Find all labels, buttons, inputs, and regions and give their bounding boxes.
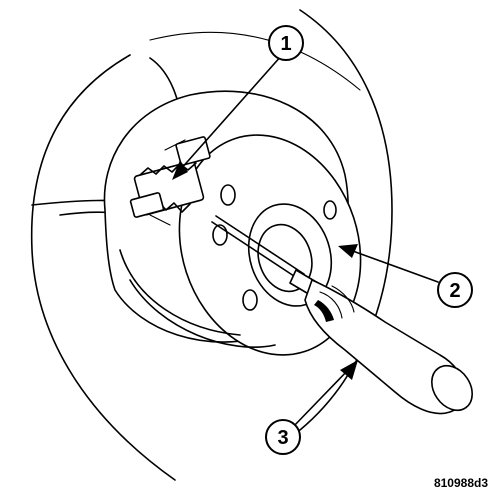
callout-1: 1 [268, 25, 304, 61]
callout-3: 3 [265, 419, 301, 455]
star-wheel-adjuster [129, 136, 211, 226]
leader-arrows [172, 54, 439, 429]
figure-id: 810988d3 [434, 476, 488, 490]
callout-2-label: 2 [449, 280, 460, 302]
callout-3-label: 3 [277, 427, 288, 449]
screwdriver [211, 215, 473, 415]
callout-1-label: 1 [280, 33, 291, 55]
callout-2: 2 [437, 272, 473, 308]
